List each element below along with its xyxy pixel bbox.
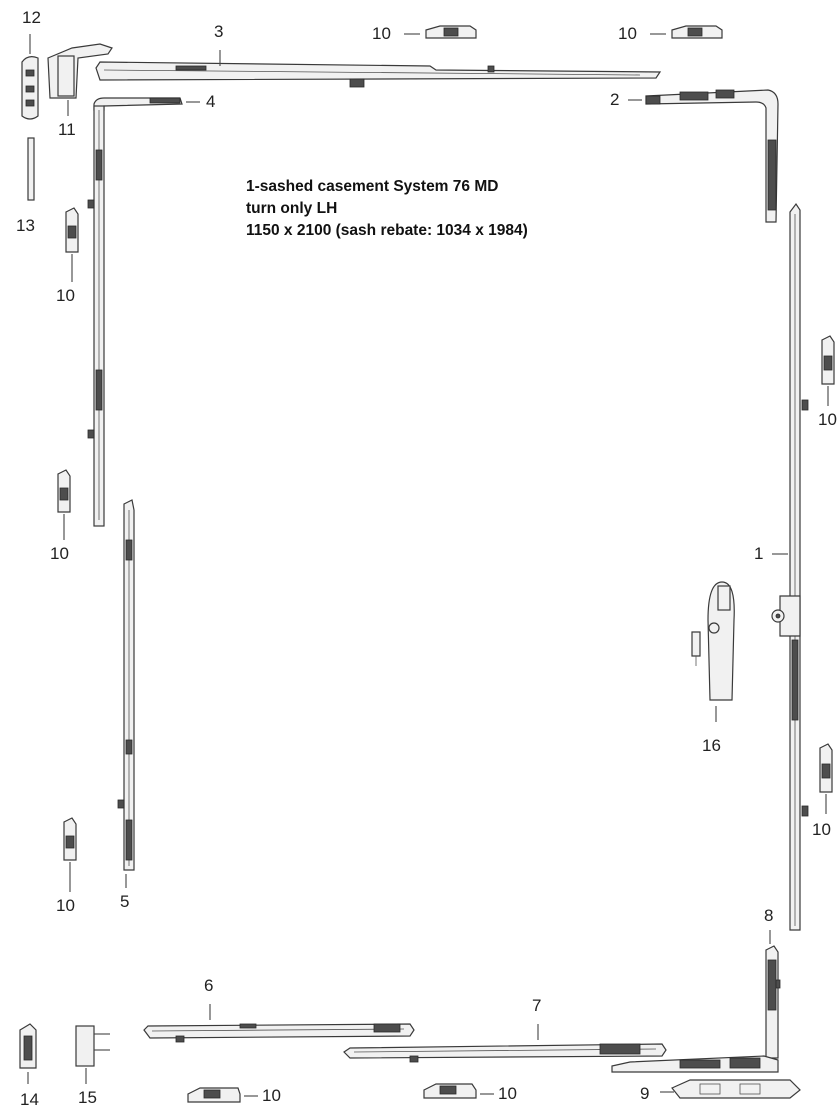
part-12-cover: [21, 56, 39, 120]
title-line-3: 1150 x 2100 (sash rebate: 1034 x 1984): [246, 222, 528, 239]
label-1: 1: [754, 544, 764, 563]
label-12: 12: [22, 8, 41, 27]
bottom-right-corner-rail: [611, 1055, 779, 1073]
part-4-corner-piece: [93, 97, 183, 111]
left-upper-rail: [87, 105, 105, 527]
part-10-keeper-left-3: [63, 817, 77, 861]
title-line-1: 1-sashed casement System 76 MD: [246, 178, 499, 195]
part-16-handle: [691, 581, 735, 701]
label-14: 14: [20, 1090, 39, 1109]
label-7: 7: [532, 996, 542, 1015]
part-11-hinge-plate: [47, 43, 113, 99]
part-14-bracket: [19, 1023, 37, 1069]
label-4: 4: [206, 92, 216, 111]
label-10-right-2: 10: [812, 820, 831, 839]
label-10-right-1: 10: [818, 410, 837, 429]
part-13-pin: [27, 137, 35, 201]
label-3: 3: [214, 22, 224, 41]
label-13: 13: [16, 216, 35, 235]
label-10-left-3: 10: [56, 896, 75, 915]
label-10-left-2: 10: [50, 544, 69, 563]
label-10-bottom-2: 10: [498, 1084, 517, 1103]
part-6-bottom-rail: [143, 1023, 415, 1043]
label-6: 6: [204, 976, 214, 995]
label-2: 2: [610, 90, 620, 109]
label-15: 15: [78, 1088, 97, 1107]
part-10-keeper-bottom-2: [423, 1083, 477, 1099]
part-2-corner-drive: [645, 89, 779, 223]
part-10-keeper-right-2: [819, 743, 833, 793]
part-10-keeper-bottom-1: [187, 1087, 241, 1103]
part-7-bottom-rail: [343, 1043, 667, 1063]
part-5-left-lower-rail: [117, 499, 135, 871]
part-15-pivot: [75, 1025, 110, 1067]
label-10-top-right: 10: [618, 24, 637, 43]
label-8: 8: [764, 906, 774, 925]
part-10-keeper-right-1: [821, 335, 835, 385]
part-10-keeper-left-1: [65, 207, 79, 253]
label-10-top-mid: 10: [372, 24, 391, 43]
label-10-left-1: 10: [56, 286, 75, 305]
part-9-keeper: [671, 1079, 801, 1099]
part-10-keeper-left-2: [57, 469, 71, 513]
part-3-top-rail: [95, 61, 662, 88]
label-9: 9: [640, 1084, 650, 1103]
diagram-title: 1-sashed casement System 76 MD turn only…: [246, 176, 528, 242]
title-line-2: turn only LH: [246, 200, 338, 217]
label-10-bottom-1: 10: [262, 1086, 281, 1105]
label-11: 11: [58, 120, 76, 139]
part-10-keeper-top-mid: [425, 25, 477, 39]
part-1-right-rail: [771, 202, 809, 931]
label-5: 5: [120, 892, 130, 911]
part-10-keeper-top-right: [671, 25, 723, 39]
label-16: 16: [702, 736, 721, 755]
part-8-corner-bottom: [765, 945, 781, 1059]
